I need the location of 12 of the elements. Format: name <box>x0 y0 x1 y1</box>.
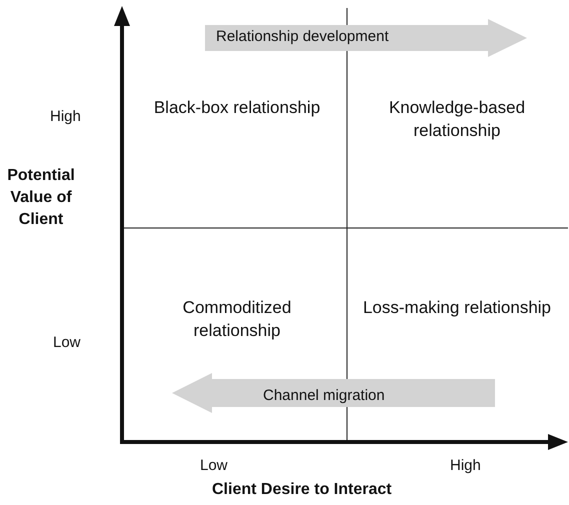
axis-title: Potential Value of Client <box>6 166 76 230</box>
arrow-label: Channel migration <box>263 387 385 404</box>
quadrant-label: Knowledge-based relationship <box>357 96 557 142</box>
quadrant-label: Black-box relationship <box>147 96 327 119</box>
axis-title: Client Desire to Interact <box>212 481 392 499</box>
axis-tick-label: Low <box>53 334 81 351</box>
arrow-label: Relationship development <box>216 28 389 45</box>
axis-tick-label: High <box>50 108 81 125</box>
quadrant-label: Loss-making relationship <box>357 296 557 319</box>
quadrant-label: Commoditized relationship <box>147 296 327 342</box>
axis-tick-label: High <box>450 457 481 474</box>
axis-tick-label: Low <box>200 457 228 474</box>
